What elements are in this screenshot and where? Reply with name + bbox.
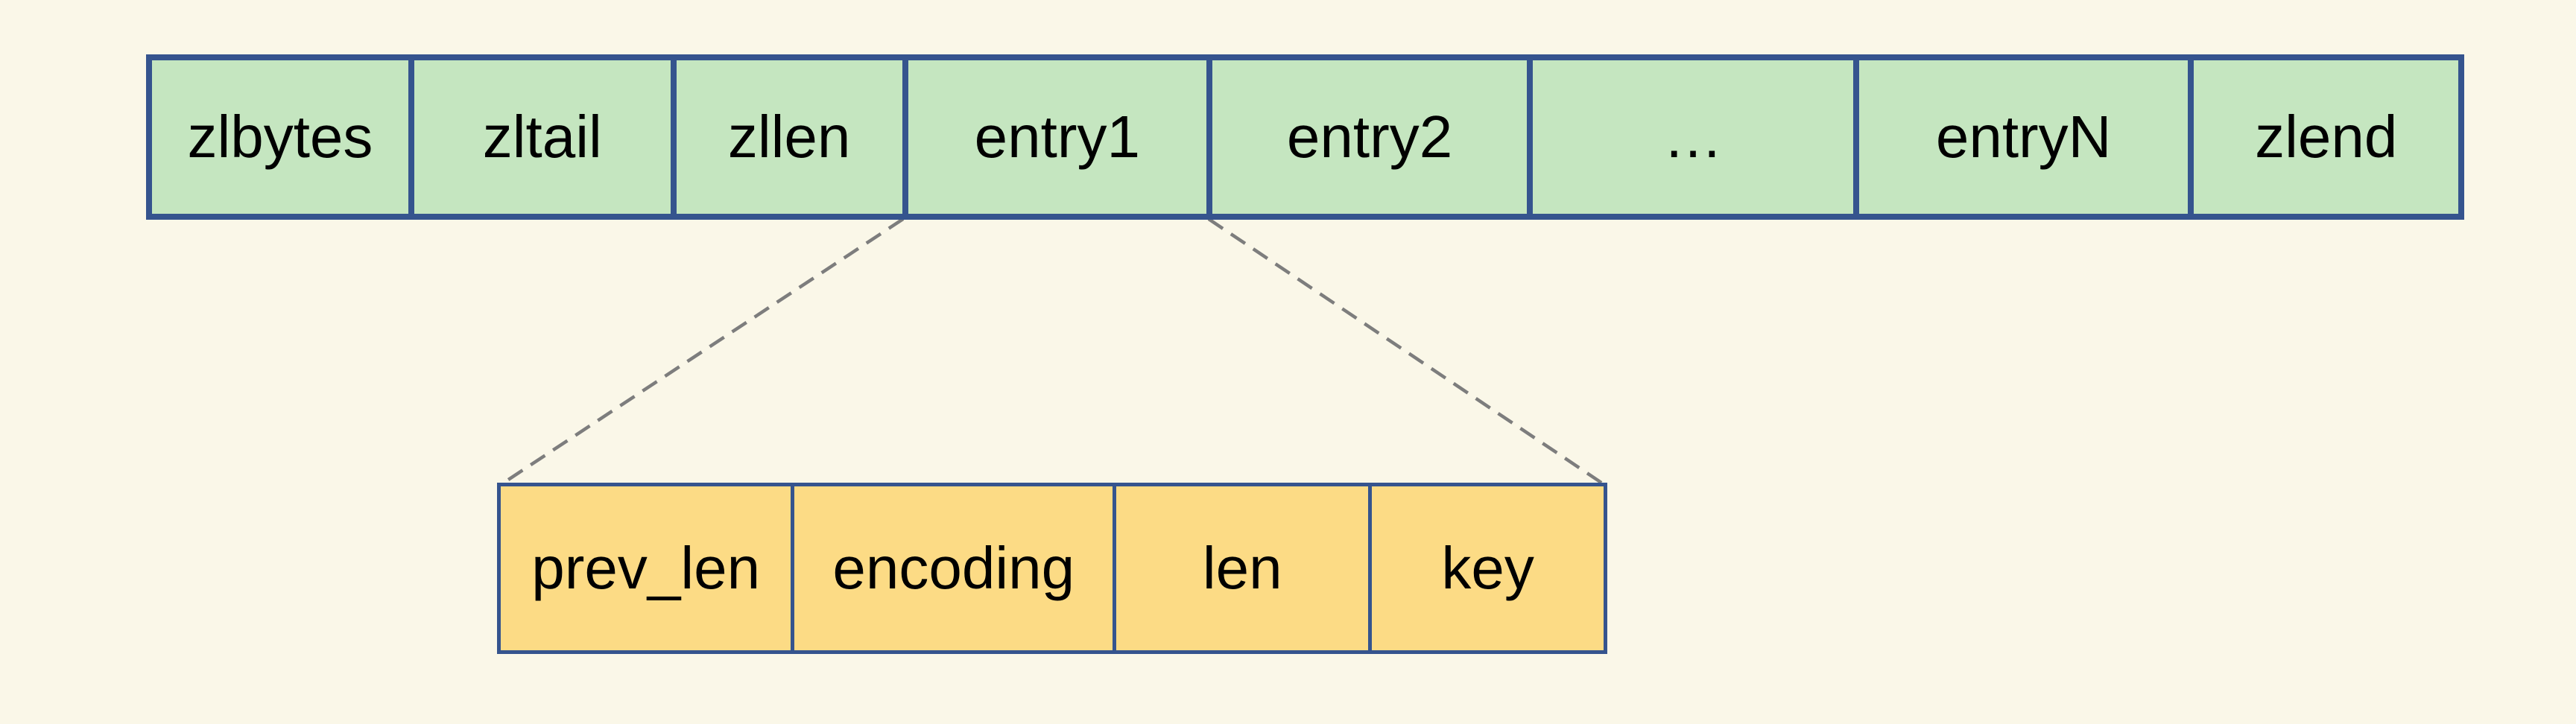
cell-zltail: zltail bbox=[414, 60, 677, 214]
ziplist-header-row: zlbytes zltail zllen entry1 entry2 … ent… bbox=[146, 54, 2464, 220]
cell-entry1: entry1 bbox=[908, 60, 1213, 214]
cell-zllen: zllen bbox=[676, 60, 908, 214]
cell-encoding: encoding bbox=[794, 486, 1117, 650]
dashed-connector-left bbox=[500, 217, 905, 486]
cell-entry2: entry2 bbox=[1212, 60, 1534, 214]
cell-ellipsis: … bbox=[1533, 60, 1859, 214]
cell-len: len bbox=[1116, 486, 1373, 650]
cell-zlbytes: zlbytes bbox=[152, 60, 414, 214]
dashed-connector-right bbox=[1207, 217, 1605, 486]
cell-entryN: entryN bbox=[1858, 60, 2194, 214]
cell-zlend: zlend bbox=[2194, 60, 2459, 214]
cell-key: key bbox=[1372, 486, 1604, 650]
entry-detail-row: prev_len encoding len key bbox=[497, 483, 1607, 654]
cell-prev-len: prev_len bbox=[501, 486, 795, 650]
